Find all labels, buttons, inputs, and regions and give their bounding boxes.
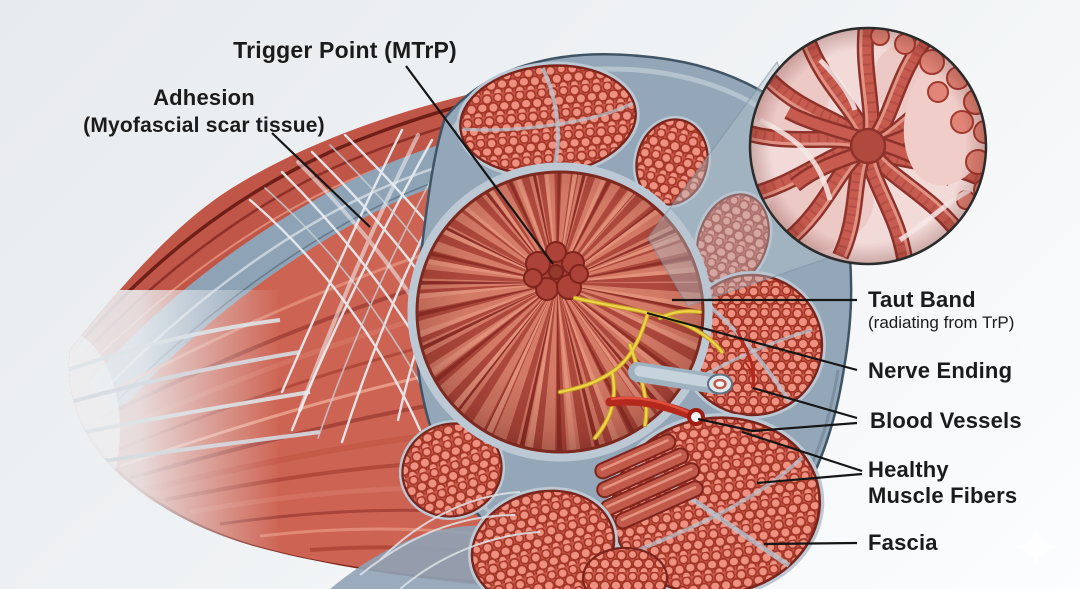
fascia-label-text: Fascia (868, 530, 938, 555)
leader-blood-vessel-1 (752, 386, 858, 420)
leader-lines (271, 65, 863, 546)
healthy-muscle-fibers-label: Healthy Muscle Fibers (868, 457, 1017, 509)
taut-band-sublabel-text: (radiating from TrP) (868, 313, 1015, 332)
leader-healthy-1 (741, 430, 863, 473)
nerve-ending-label-text: Nerve Ending (868, 358, 1013, 383)
sparkle-watermark-icon (1012, 527, 1060, 565)
adhesion-label: Adhesion (Myofascial scar tissue) (83, 84, 325, 140)
leader-trigger-point (405, 65, 554, 265)
blood-vessels-label: Blood Vessels (870, 408, 1022, 434)
adhesion-sublabel-text: (Myofascial scar tissue) (83, 114, 325, 137)
taut-band-label: Taut Band (radiating from TrP) (868, 287, 1014, 333)
trigger-point-label-text: Trigger Point (MTrP) (233, 37, 457, 63)
leader-healthy-2 (756, 472, 863, 485)
leader-fascia (763, 541, 858, 546)
trigger-point-cross-section (407, 162, 713, 462)
taut-band-label-text: Taut Band (868, 287, 976, 312)
leader-nerve-ending (646, 311, 858, 372)
inset-magnified-trigger-point (748, 26, 988, 266)
tube-fibers (594, 433, 704, 530)
healthy-label-line2: Muscle Fibers (868, 483, 1018, 508)
adhesion-label-text: Adhesion (153, 85, 255, 110)
trigger-point-label: Trigger Point (MTrP) (233, 37, 457, 63)
blood-vessels-graphics (605, 329, 756, 426)
healthy-label-line1: Healthy (868, 457, 949, 482)
muscle-fascicle-bundles (359, 61, 826, 589)
leader-adhesion (271, 132, 371, 228)
trigger-point-knot (523, 241, 589, 301)
leader-blood-vessel-2 (697, 417, 858, 433)
blood-vessels-label-text: Blood Vessels (870, 408, 1022, 433)
nerve-ending-label: Nerve Ending (868, 358, 1012, 384)
fascia-label: Fascia (868, 530, 938, 556)
